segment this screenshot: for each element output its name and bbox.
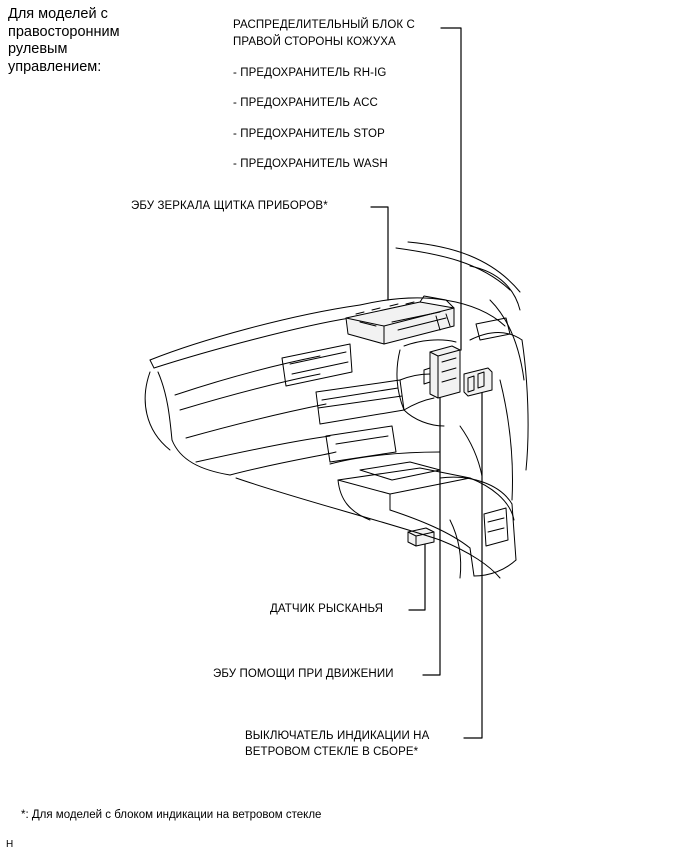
driving-support-ecu-component	[423, 345, 461, 399]
footnote: *: Для моделей с блоком индикации на вет…	[21, 809, 322, 821]
yaw-sensor-component	[407, 527, 435, 547]
fuse-rh-ig-label: - ПРЕДОХРАНИТЕЛЬ RH-IG	[233, 67, 387, 79]
yaw-sensor-label: ДАТЧИК РЫСКАНЬЯ	[270, 603, 384, 615]
junction-block-label-line2: ПРАВОЙ СТОРОНЫ КОЖУХА	[233, 36, 396, 48]
floor-lines	[235, 477, 501, 579]
page-heading: Для моделей с правосторонним рулевым упр…	[8, 6, 120, 75]
dashboard-top	[149, 297, 506, 369]
hud-switch-label-line1: ВЫКЛЮЧАТЕЛЬ ИНДИКАЦИИ НА	[245, 730, 430, 742]
mirror-ecu-label: ЭБУ ЗЕРКАЛА ЩИТКА ПРИБОРОВ*	[131, 200, 328, 212]
figure-code: H	[6, 839, 14, 850]
mirror-ecu-component	[345, 295, 455, 345]
fuse-acc-label: - ПРЕДОХРАНИТЕЛЬ ACC	[233, 97, 378, 109]
leader-lines	[370, 27, 483, 739]
driving-support-ecu-label: ЭБУ ПОМОЩИ ПРИ ДВИЖЕНИИ	[213, 668, 394, 680]
windshield-pillar	[395, 241, 525, 381]
driver-side	[396, 317, 529, 501]
fuse-stop-label: - ПРЕДОХРАНИТЕЛЬ STOP	[233, 128, 385, 140]
dashboard-passenger-side	[144, 343, 353, 476]
hud-switch-component	[463, 367, 493, 397]
fuse-wash-label: - ПРЕДОХРАНИТЕЛЬ WASH	[233, 158, 388, 170]
center-console	[329, 451, 517, 579]
hud-switch-label-line2: ВЕТРОВОМ СТЕКЛЕ В СБОРЕ*	[245, 746, 419, 758]
center-stack	[315, 373, 435, 463]
junction-block-label-line1: РАСПРЕДЕЛИТЕЛЬНЫЙ БЛОК С	[233, 19, 415, 31]
